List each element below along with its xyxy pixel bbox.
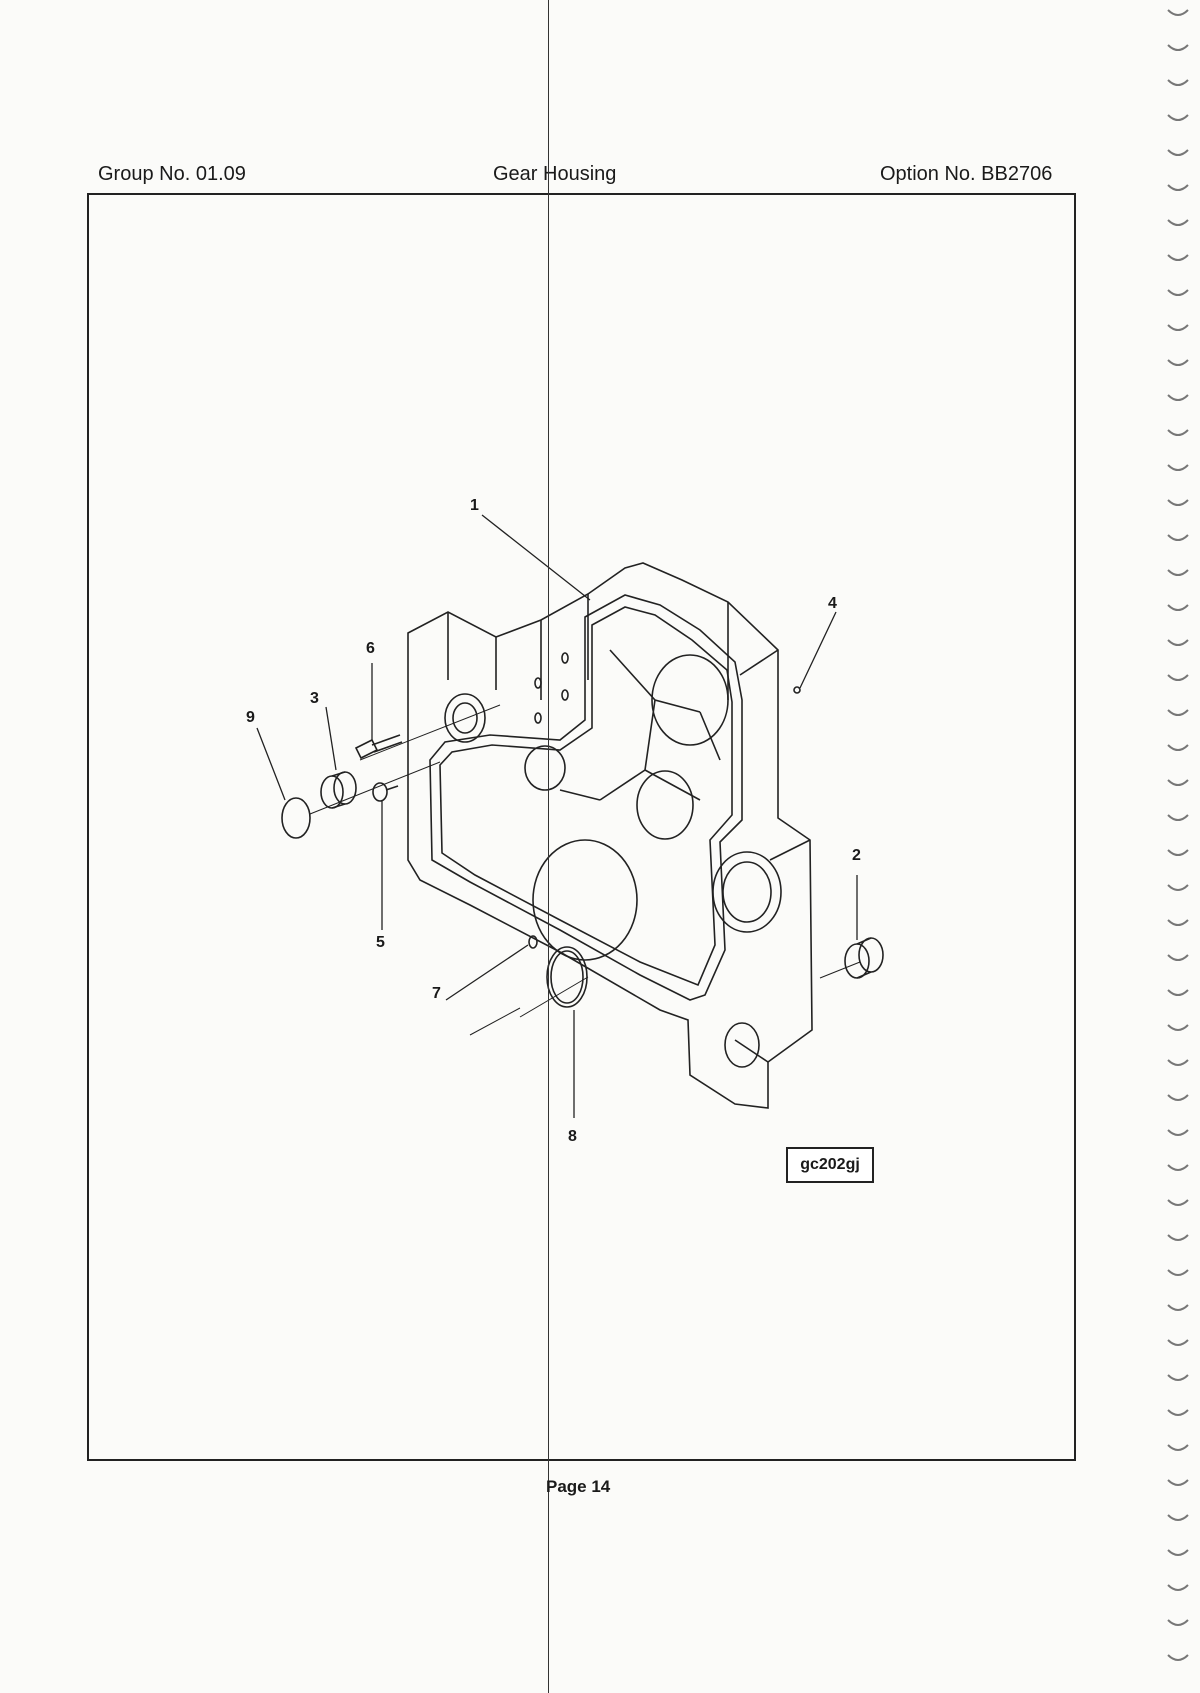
binding-mark	[1167, 1479, 1189, 1486]
option-number: Option No. BB2706	[880, 163, 1053, 185]
bore-upper-left	[444, 693, 486, 743]
page-title: Gear Housing	[493, 163, 617, 185]
callout-6: 6	[366, 640, 375, 657]
binding-mark	[1167, 1059, 1189, 1066]
binding-mark	[1167, 674, 1189, 681]
binding-mark	[1167, 1654, 1189, 1661]
callout-2: 2	[852, 847, 861, 864]
diagram-frame	[87, 193, 1076, 1461]
binding-mark	[1167, 569, 1189, 576]
part-7-plug	[528, 935, 538, 949]
binding-mark	[1167, 1269, 1189, 1276]
binding-mark	[1167, 499, 1189, 506]
group-number: Group No. 01.09	[98, 163, 246, 185]
page-number: Page 14	[546, 1477, 611, 1496]
binding-mark	[1167, 1234, 1189, 1241]
binding-mark	[1167, 884, 1189, 891]
housing-body	[407, 562, 813, 1109]
binding-mark	[1167, 9, 1189, 16]
binding-mark	[1167, 1199, 1189, 1206]
callout-8: 8	[568, 1128, 577, 1145]
part-9-o-ring	[281, 797, 311, 839]
callout-9: 9	[246, 709, 255, 726]
lower-port	[724, 1022, 760, 1068]
binding-mark	[1167, 744, 1189, 751]
part-2-bushing	[844, 937, 884, 979]
binding-mark	[1167, 149, 1189, 156]
binding-mark	[1167, 219, 1189, 226]
part-6-bolt	[354, 734, 403, 760]
binding-mark	[1167, 849, 1189, 856]
binding-mark	[1167, 989, 1189, 996]
drawing-code-box: gc202gj	[786, 1147, 874, 1183]
binding-mark	[1167, 429, 1189, 436]
part-8-seal	[546, 946, 588, 1008]
binding-mark	[1167, 814, 1189, 821]
binding-mark	[1167, 1584, 1189, 1591]
binding-mark	[1167, 464, 1189, 471]
binding-mark	[1167, 254, 1189, 261]
callout-4: 4	[828, 595, 837, 612]
callout-3: 3	[310, 690, 319, 707]
binding-mark	[1167, 639, 1189, 646]
binding-mark	[1167, 1619, 1189, 1626]
binding-mark	[1167, 114, 1189, 121]
binding-mark	[1167, 954, 1189, 961]
scan-line	[548, 0, 549, 1693]
binding-holes	[1167, 9, 1189, 1661]
binding-mark	[1167, 1339, 1189, 1346]
callout-7: 7	[432, 985, 441, 1002]
bore-center	[532, 839, 638, 961]
bore-upper-right	[651, 654, 729, 746]
part-4-dowel	[793, 686, 801, 694]
binding-mark	[1167, 44, 1189, 51]
binding-mark	[1167, 1409, 1189, 1416]
binding-mark	[1167, 1164, 1189, 1171]
binding-mark	[1167, 534, 1189, 541]
binding-mark	[1167, 324, 1189, 331]
callout-5: 5	[376, 934, 385, 951]
binding-mark	[1167, 1374, 1189, 1381]
binding-mark	[1167, 1444, 1189, 1451]
binding-mark	[1167, 394, 1189, 401]
part-5-plug	[372, 782, 399, 802]
binding-mark	[1167, 1304, 1189, 1311]
binding-mark	[1167, 709, 1189, 716]
bore-right	[712, 851, 782, 933]
binding-mark	[1167, 1514, 1189, 1521]
part-3-bushing	[320, 771, 357, 809]
binding-mark	[1167, 184, 1189, 191]
binding-mark	[1167, 1094, 1189, 1101]
callout-1: 1	[470, 497, 479, 514]
binding-mark	[1167, 289, 1189, 296]
gasket-groove	[429, 594, 743, 1001]
binding-mark	[1167, 1129, 1189, 1136]
binding-mark	[1167, 1549, 1189, 1556]
binding-mark	[1167, 604, 1189, 611]
binding-mark	[1167, 359, 1189, 366]
binding-mark	[1167, 779, 1189, 786]
binding-mark	[1167, 1024, 1189, 1031]
binding-mark	[1167, 79, 1189, 86]
binding-mark	[1167, 919, 1189, 926]
